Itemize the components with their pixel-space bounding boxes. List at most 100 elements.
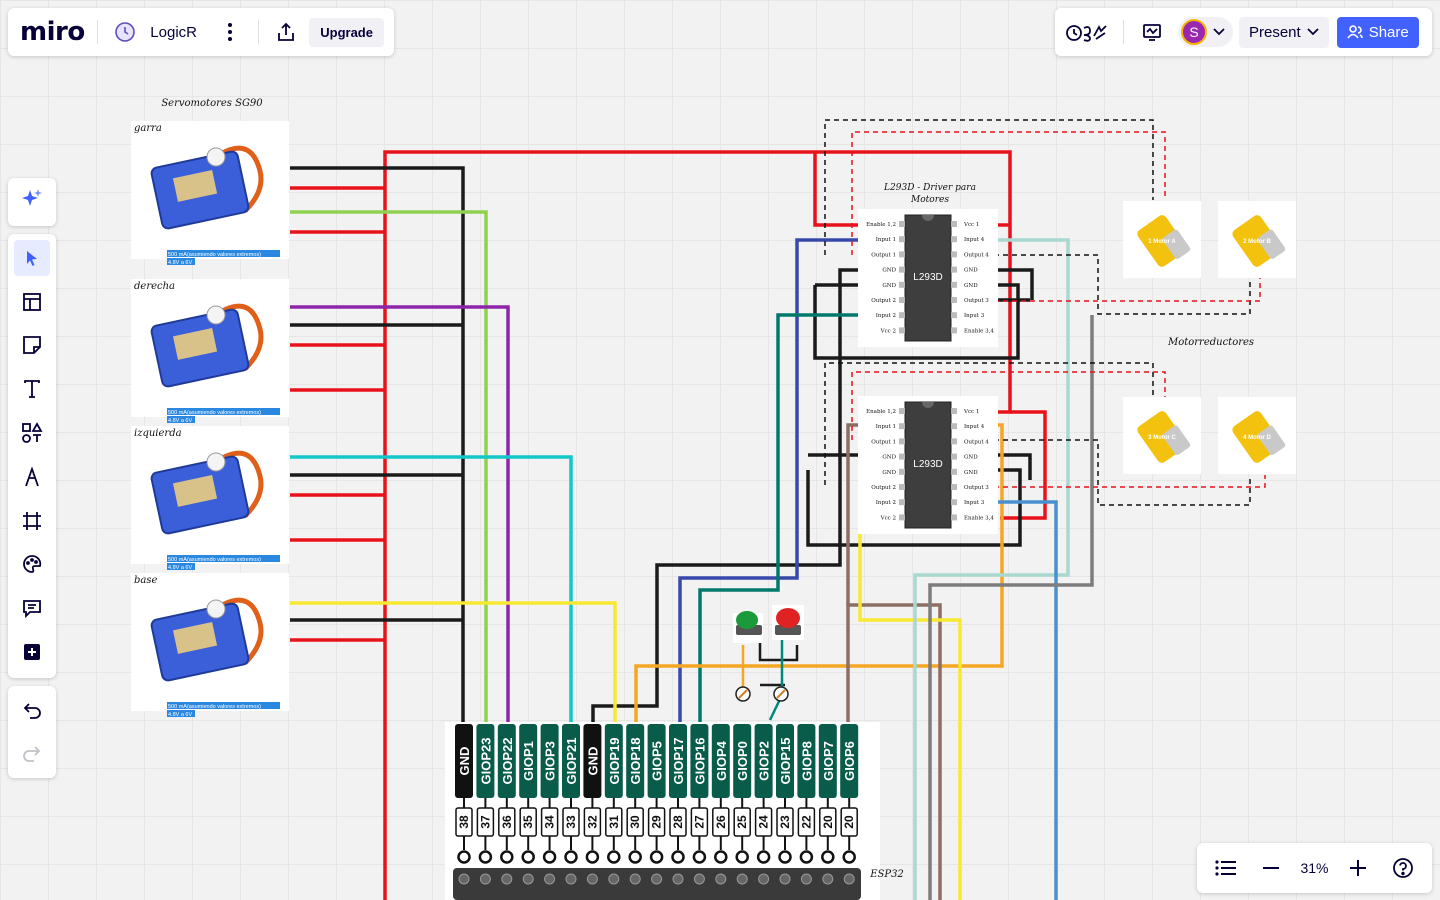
divider xyxy=(1123,20,1124,44)
chip-pin-label: GND xyxy=(882,470,896,476)
chip-pin-label: Output 3 xyxy=(964,298,989,304)
motor-label: 4 Motor D xyxy=(1243,435,1271,441)
gear-motor[interactable]: 2 Motor B xyxy=(1218,201,1296,278)
servo-name: derecha xyxy=(134,281,175,292)
redo-icon[interactable] xyxy=(14,735,50,770)
esp32-pin-number: 24 xyxy=(757,815,771,829)
gear-motor[interactable]: 4 Motor D xyxy=(1218,397,1296,474)
divider xyxy=(257,20,259,44)
more-options-icon[interactable] xyxy=(215,16,246,48)
servo-spec-voltage: 4.8V a 6V xyxy=(168,565,192,571)
frame-tool-icon[interactable] xyxy=(14,503,50,539)
share-button[interactable]: Share xyxy=(1336,16,1419,48)
esp32-pin-name: GIOP0 xyxy=(735,741,750,781)
servo-section-title: Servomotores SG90 xyxy=(161,98,263,109)
motors-section-title: Motorreductores xyxy=(1167,337,1254,348)
undo-icon[interactable] xyxy=(14,692,50,727)
gear-motor[interactable]: 3 Motor C xyxy=(1123,397,1201,474)
esp32-pin-number: 37 xyxy=(478,815,492,829)
upgrade-button[interactable]: Upgrade xyxy=(309,17,384,47)
board-header: miro LogicR Upgrade xyxy=(8,8,394,56)
esp32-pin[interactable]: GIOP19 31 xyxy=(604,724,623,864)
esp32-pin-name: GND xyxy=(457,747,472,776)
export-icon[interactable] xyxy=(271,16,302,48)
chip-pin-label: Output 4 xyxy=(964,252,989,258)
palette-icon[interactable] xyxy=(14,547,50,583)
chip-pin-label: Input 1 xyxy=(876,237,896,243)
chip-pin-label: Output 4 xyxy=(964,439,989,445)
avatar[interactable]: S xyxy=(1181,19,1207,45)
zoom-in-icon[interactable] xyxy=(1342,852,1374,884)
header-socket xyxy=(693,873,705,885)
esp32-pin[interactable]: GIOP22 36 xyxy=(497,724,516,864)
zoom-level[interactable]: 31% xyxy=(1300,860,1329,876)
chip-pin-label: GND xyxy=(882,268,896,274)
miro-logo[interactable]: miro xyxy=(20,17,85,47)
chip-pin-label: Input 2 xyxy=(876,500,896,506)
push-button-red[interactable] xyxy=(772,605,804,640)
esp32-pin-number: 36 xyxy=(500,815,514,829)
board-name[interactable]: LogicR xyxy=(150,23,197,41)
header-socket xyxy=(779,873,791,885)
zoom-out-icon[interactable] xyxy=(1255,852,1287,884)
esp32-pin-name: GIOP5 xyxy=(650,741,665,781)
comment-icon[interactable] xyxy=(14,590,50,626)
shapes-icon[interactable] xyxy=(14,415,50,451)
esp32-pin-name: GIOP19 xyxy=(607,738,622,785)
select-tool-icon[interactable] xyxy=(14,240,50,276)
text-tool-icon[interactable] xyxy=(14,371,50,407)
servo-derecha[interactable]: derecha 500 mA(asumiendo valores extremos… xyxy=(131,279,289,424)
pen-tool-icon[interactable] xyxy=(14,459,50,495)
sticky-note-icon[interactable] xyxy=(14,328,50,364)
header-socket xyxy=(608,873,620,885)
templates-icon[interactable] xyxy=(14,284,50,320)
add-more-icon[interactable] xyxy=(14,634,50,670)
help-icon[interactable] xyxy=(1387,852,1419,884)
ai-sparkle-icon[interactable] xyxy=(14,180,50,216)
timer-icon[interactable] xyxy=(110,16,141,48)
header-socket xyxy=(458,873,470,885)
esp32-pin-number: 34 xyxy=(543,815,557,829)
user-menu[interactable]: S xyxy=(1178,17,1233,47)
chip-pin-label: GND xyxy=(964,283,978,289)
present-button[interactable]: Present xyxy=(1239,16,1329,48)
header-socket xyxy=(822,873,834,885)
header-socket xyxy=(501,873,513,885)
esp32-pin-number: 31 xyxy=(607,815,621,829)
gear-motor[interactable]: 1 Motor A xyxy=(1123,201,1201,278)
servo-spec-current: 500 mA(asumiendo valores extremos) xyxy=(168,410,261,416)
header-socket xyxy=(800,873,812,885)
esp32-pin-name: GIOP22 xyxy=(500,738,515,785)
reactions-icon[interactable] xyxy=(1063,16,1111,48)
esp32-pin-name: GND xyxy=(585,747,600,776)
esp32-pin-number: 33 xyxy=(564,815,578,829)
servo-name: base xyxy=(134,575,157,586)
outline-list-icon[interactable] xyxy=(1210,852,1242,884)
activity-icon[interactable] xyxy=(1136,16,1168,48)
divider xyxy=(96,20,98,44)
push-button-green[interactable] xyxy=(733,611,763,643)
